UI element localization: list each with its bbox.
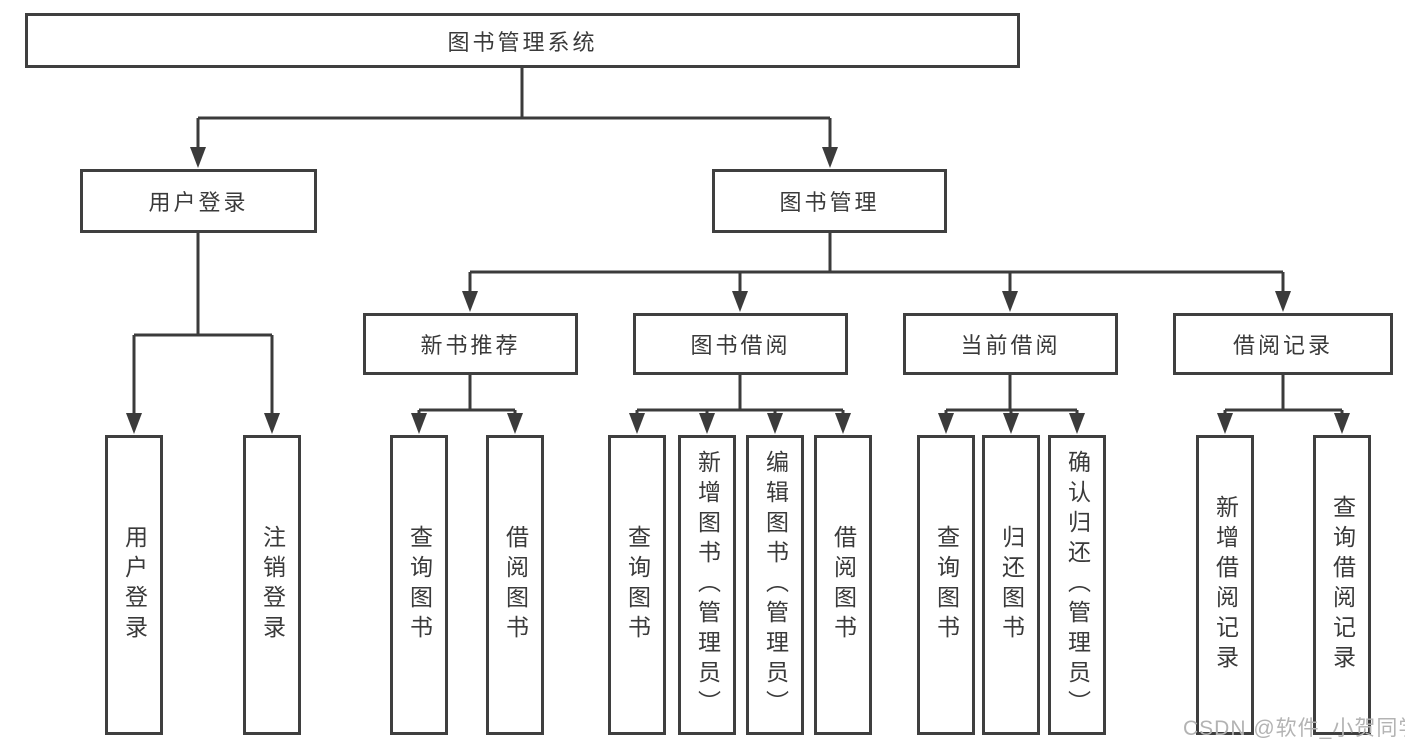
leaf-add-borrow-record: 新增借阅记录 bbox=[1196, 435, 1254, 735]
leaf-return-books: 归还图书 bbox=[982, 435, 1040, 735]
connector-book-borrowing-to-leaves bbox=[629, 375, 851, 434]
connector-borrowing-records-to-leaves bbox=[1217, 375, 1350, 434]
node-label: 当前借阅 bbox=[960, 333, 1061, 358]
leaf-label: 查询图书 bbox=[624, 525, 651, 645]
leaf-label: 确认归还（管理员） bbox=[1064, 450, 1091, 720]
node-label: 图书借阅 bbox=[690, 333, 791, 358]
node-new-book-recommendation: 新书推荐 bbox=[363, 313, 578, 375]
connector-current-borrowing-to-leaves bbox=[938, 375, 1085, 434]
connector-user-login-to-leaves bbox=[126, 233, 280, 434]
leaf-query-books-recommendation: 查询图书 bbox=[390, 435, 448, 735]
leaf-query-books-borrowing: 查询图书 bbox=[608, 435, 666, 735]
leaf-label: 查询借阅记录 bbox=[1329, 495, 1356, 675]
leaf-label: 查询图书 bbox=[933, 525, 960, 645]
leaf-label: 注销登录 bbox=[259, 525, 286, 645]
node-label: 新书推荐 bbox=[420, 333, 521, 358]
leaf-query-books-current: 查询图书 bbox=[917, 435, 975, 735]
node-book-borrowing: 图书借阅 bbox=[633, 313, 848, 375]
leaf-label: 新增图书（管理员） bbox=[694, 450, 721, 720]
node-borrowing-records: 借阅记录 bbox=[1173, 313, 1393, 375]
connector-root-to-level2 bbox=[190, 68, 838, 168]
leaf-label: 归还图书 bbox=[998, 525, 1025, 645]
leaf-borrow-books-recommendation: 借阅图书 bbox=[486, 435, 544, 735]
connector-new-book-recommendation-to-leaves bbox=[411, 375, 523, 434]
node-root-library-management-system: 图书管理系统 bbox=[25, 13, 1020, 68]
node-label: 借阅记录 bbox=[1232, 333, 1333, 358]
leaf-label: 用户登录 bbox=[121, 525, 148, 645]
node-current-borrowing: 当前借阅 bbox=[903, 313, 1118, 375]
connector-book-management-to-level3 bbox=[462, 233, 1291, 312]
leaf-logout: 注销登录 bbox=[243, 435, 301, 735]
csdn-watermark: CSDN @软件_小贺同学 bbox=[1183, 717, 1405, 740]
leaf-edit-books-admin: 编辑图书（管理员） bbox=[746, 435, 804, 735]
leaf-label: 借阅图书 bbox=[502, 525, 529, 645]
leaf-borrow-books-borrowing: 借阅图书 bbox=[814, 435, 872, 735]
node-label: 图书管理 bbox=[779, 190, 880, 215]
node-user-login: 用户登录 bbox=[80, 169, 317, 233]
leaf-label: 借阅图书 bbox=[830, 525, 857, 645]
leaf-label: 新增借阅记录 bbox=[1212, 495, 1239, 675]
node-label: 用户登录 bbox=[148, 190, 249, 215]
leaf-query-borrow-record: 查询借阅记录 bbox=[1313, 435, 1371, 735]
node-book-management: 图书管理 bbox=[712, 169, 947, 233]
node-label: 图书管理系统 bbox=[447, 29, 598, 55]
leaf-confirm-return-admin: 确认归还（管理员） bbox=[1048, 435, 1106, 735]
leaf-user-login: 用户登录 bbox=[105, 435, 163, 735]
leaf-add-books-admin: 新增图书（管理员） bbox=[678, 435, 736, 735]
leaf-label: 编辑图书（管理员） bbox=[762, 450, 789, 720]
leaf-label: 查询图书 bbox=[406, 525, 433, 645]
